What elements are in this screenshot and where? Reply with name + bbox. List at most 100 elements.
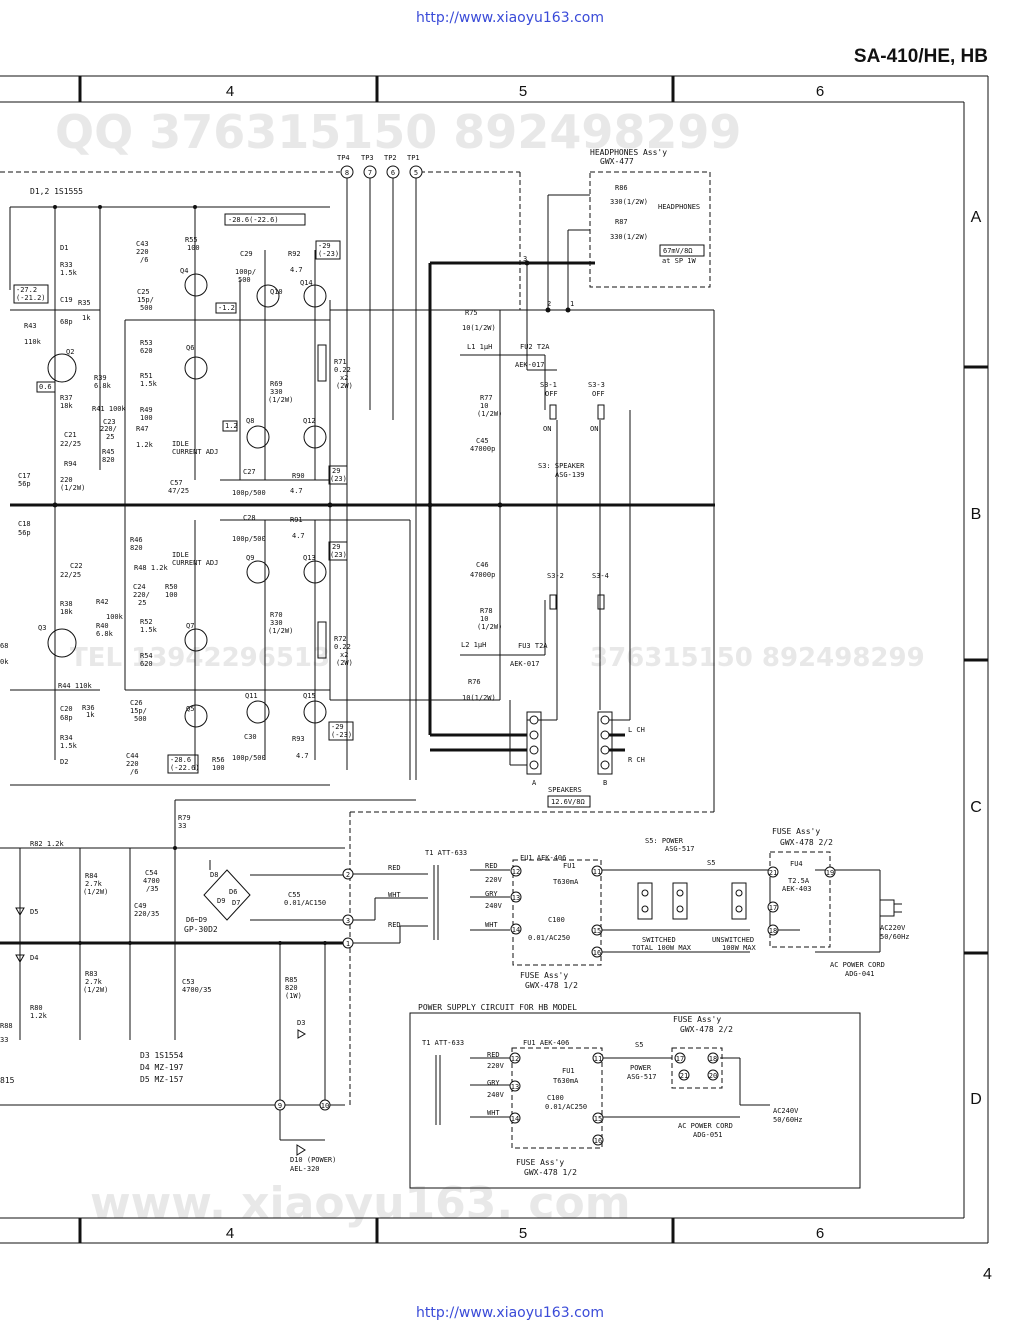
- d5-label: D5: [30, 908, 38, 916]
- d12-label: D1,2 1S1555: [30, 187, 83, 196]
- r50-value: 100: [165, 591, 178, 599]
- c23-label: C23: [103, 418, 116, 426]
- r70-value2: (1/2W): [268, 627, 293, 635]
- wht1: WHT: [388, 891, 401, 899]
- r78-value2: (1/2W): [477, 623, 502, 631]
- s3-label: S3: SPEAKER: [538, 462, 585, 470]
- c21-label: C21: [64, 431, 77, 439]
- r69-value: 330: [270, 388, 283, 396]
- v286-box: -28.6(-22.6): [228, 216, 279, 224]
- d6-label: D6: [229, 888, 237, 896]
- hb-wht: WHT: [487, 1109, 500, 1117]
- r55-label: R55: [185, 236, 198, 244]
- speaker-b-label: B: [603, 779, 607, 787]
- r49-label: R49: [140, 406, 153, 414]
- node-19: 19: [826, 869, 834, 877]
- hb-ac2: 50/60Hz: [773, 1116, 803, 1124]
- r35-label: R35: [78, 299, 91, 307]
- r52-label: R52: [140, 618, 153, 626]
- v29e: 29: [332, 543, 340, 551]
- hb-220: 220V: [487, 1062, 505, 1070]
- d4-label: D4: [30, 954, 38, 962]
- url-top: http://www.xiaoyu163.com: [416, 10, 604, 26]
- q14-label: Q14: [300, 279, 313, 287]
- r77-value2: (1/2W): [477, 410, 502, 418]
- c45-label: C45: [476, 437, 489, 445]
- idle2: IDLE: [172, 551, 189, 559]
- c46-value: 47000p: [470, 571, 495, 579]
- fragment-68: 68: [0, 642, 8, 650]
- d3-label: D3: [297, 1019, 305, 1027]
- c24-label: C24: [133, 583, 146, 591]
- idle1b: CURRENT ADJ: [172, 448, 218, 456]
- tp1-num: 5: [414, 169, 418, 177]
- tp4-num: 8: [345, 169, 349, 177]
- zone-row-a: A: [971, 209, 982, 226]
- r85-value2: (1W): [285, 992, 302, 1000]
- r44-label: R44 110k: [58, 682, 93, 690]
- c44-label: C44: [126, 752, 139, 760]
- c20-label: C20: [60, 705, 73, 713]
- r71-value3: (2W): [336, 382, 353, 390]
- red1: RED: [388, 864, 401, 872]
- d69-label: D6~D9: [186, 916, 207, 924]
- c27-label: C27: [243, 468, 256, 476]
- node-17: 17: [769, 904, 777, 912]
- ac-plug-icon: [879, 899, 902, 917]
- l2-label: L2 1μH: [461, 641, 486, 649]
- zone-row-c: C: [970, 799, 982, 816]
- ac220-label: AC220V: [880, 924, 906, 932]
- hb-c100v: 0.01/AC250: [545, 1103, 587, 1111]
- s33-label: S3-3: [588, 381, 605, 389]
- c54-value: 4700: [143, 877, 160, 885]
- v240: 240V: [485, 902, 503, 910]
- r56-value: 100: [212, 764, 225, 772]
- c18-value: 56p: [18, 529, 31, 537]
- r93-value: 4.7: [296, 752, 309, 760]
- zone-col-6-bottom: 6: [816, 1225, 824, 1242]
- switched: SWITCHED: [642, 936, 676, 944]
- switched2: TOTAL 100W MAX: [632, 944, 692, 952]
- r53-value: 620: [140, 347, 153, 355]
- v12b: 1.2: [225, 422, 238, 430]
- v220: 220V: [485, 876, 503, 884]
- s5-part: ASG-517: [665, 845, 695, 853]
- v29h: (-23): [331, 731, 352, 739]
- fuse-assy-b-label: FUSE Ass'y: [772, 827, 820, 836]
- r49-value: 100: [140, 414, 153, 422]
- c22-label: C22: [70, 562, 83, 570]
- r69-label: R69: [270, 380, 283, 388]
- ac-cord-part: ADG-041: [845, 970, 875, 978]
- watermark-qq: QQ 376315150 892498299: [55, 105, 741, 159]
- s31-label: S3-1: [540, 381, 557, 389]
- c24-value2: 25: [138, 599, 146, 607]
- s3-part: ASG-139: [555, 471, 585, 479]
- hb-red: RED: [487, 1051, 500, 1059]
- v29f: (23): [330, 551, 347, 559]
- q9-label: Q9: [246, 554, 254, 562]
- hb-node-18: 18: [709, 1055, 717, 1063]
- node-11: 11: [593, 868, 601, 876]
- c24-value: 220/: [133, 591, 150, 599]
- hp-node-2: 2: [547, 300, 551, 308]
- c54-value2: /35: [146, 885, 159, 893]
- c22-value: 22/25: [60, 571, 81, 579]
- r36-value: 1k: [86, 711, 95, 719]
- zone-row-b: B: [971, 506, 982, 523]
- q6-label: Q6: [186, 344, 194, 352]
- c30-label: C30: [244, 733, 257, 741]
- fu4-value: T2.5A: [788, 877, 810, 885]
- amplifier-wiring: [0, 171, 715, 1141]
- d10-label: D10 (POWER): [290, 1156, 336, 1164]
- r78-value: 10: [480, 615, 488, 623]
- c28-label: C28: [243, 514, 256, 522]
- c53-label: C53: [182, 978, 195, 986]
- c21-value: 22/25: [60, 440, 81, 448]
- fuse-assy-b-box: [769, 851, 831, 948]
- r79-value: 33: [178, 822, 186, 830]
- d815-fragment: 815: [0, 1076, 15, 1085]
- c26-label: C26: [130, 699, 143, 707]
- r39-value: 6.8k: [94, 382, 112, 390]
- page-number: 4: [983, 1266, 992, 1283]
